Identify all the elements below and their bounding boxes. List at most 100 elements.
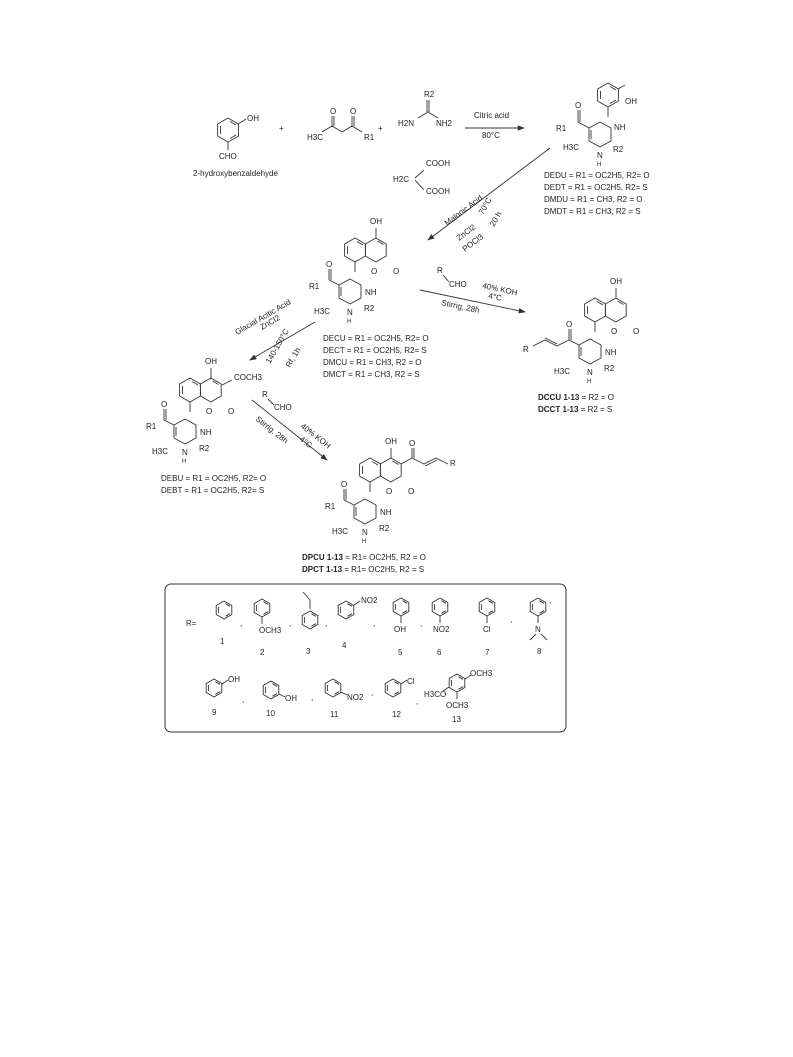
malonic-cooh1: COOH [426, 159, 450, 168]
coumarin-legend-4: DMCT = R1 = CH3, R2 = S [323, 370, 420, 379]
dpcu-ketone-o: O [341, 480, 347, 489]
dccu-oh: OH [610, 277, 622, 286]
acetyl-r1: R1 [146, 422, 157, 431]
dccu-h: H [587, 379, 591, 385]
r-group-12-num: 12 [392, 710, 401, 719]
r-group-7-sub: Cl [483, 625, 491, 634]
h3c-label: H3C [307, 133, 323, 142]
dcct-def: = R2 = S [578, 405, 612, 414]
dccu-nh: NH [605, 348, 617, 357]
acetyl-h3c: H3C [152, 447, 168, 456]
r-group-9-sub: OH [228, 675, 240, 684]
dccu-ketone-o: O [566, 320, 572, 329]
dccu-r: R [523, 345, 529, 354]
coumarin-r2: R2 [364, 304, 375, 313]
cho-label: CHO [219, 152, 237, 161]
dpct-code: DPCT 1-13 [302, 565, 343, 574]
svg-text:,: , [373, 619, 375, 628]
r-group-11-num: 11 [330, 710, 339, 719]
dhpm-h: H [597, 162, 601, 168]
dcct-code: DCCT 1-13 [538, 405, 579, 414]
r-group-13: OCH3 H3CO OCH3 13 [424, 669, 493, 724]
dpct-def: = R1= OC2H5, R2 = S [342, 565, 424, 574]
r-group-10-num: 10 [266, 709, 275, 718]
r-group-4-num: 4 [342, 641, 347, 650]
r-group-box: R= 1 , OCH3 2 , 3 , NO2 4 , [164, 583, 567, 733]
dhpm-h3c: H3C [563, 143, 579, 152]
step1-reagent: Citric acid [474, 111, 509, 120]
step5-arrow: R CHO 40% KOH 4°C Stirrig, 28h [251, 390, 333, 461]
coumarin-dhpm: OH O O NH N H R2 H3C O R1 [309, 217, 399, 325]
r-group-10-sub: OH [285, 694, 297, 703]
step2-arrow: COOH COOH H2C Malonic Acid ZnCl2 POCl3 7… [393, 147, 551, 254]
acetyl-r2: R2 [199, 444, 210, 453]
dpcu-legend: DPCU 1-13 = R1= OC2H5, R2 = O DPCT 1-13 … [302, 553, 426, 574]
r-group-5: OH 5 [392, 597, 410, 657]
dccu-n: N [587, 368, 593, 377]
coumarin-legend: DECU = R1 = OC2H5, R2= O DECT = R1 = OC2… [323, 334, 429, 379]
dccu-def: = R2 = O [579, 393, 614, 402]
acetyl-n: N [182, 448, 188, 457]
dpcu-h3c: H3C [332, 527, 348, 536]
acetyl-co: O [228, 407, 234, 416]
acetyl-legend-1: DEBU = R1 = OC2H5, R2= O [161, 474, 266, 483]
plus-sign-2: + [378, 124, 383, 133]
salicylaldehyde-name: 2-hydroxybenzaldehyde [193, 169, 278, 178]
svg-text:,: , [325, 619, 327, 628]
r-group-9: OH 9 [205, 675, 240, 717]
r-group-5-sub: OH [394, 625, 406, 634]
dhpm-r1: R1 [556, 124, 567, 133]
svg-text:DPCT 1-13 = R1= OC2H5, R2 = S: DPCT 1-13 = R1= OC2H5, R2 = S [302, 565, 424, 574]
h2n-label: H2N [398, 119, 414, 128]
svg-text:DPCU 1-13 = R1= OC2H5, R2 = O: DPCU 1-13 = R1= OC2H5, R2 = O [302, 553, 426, 562]
r-group-7-num: 7 [485, 648, 490, 657]
r-group-2-sub: OCH3 [259, 626, 282, 635]
r-group-12: Cl 12 [384, 677, 415, 719]
dpcu-h: H [362, 539, 366, 545]
dpcu-r1: R1 [325, 502, 336, 511]
dpcu-code: DPCU 1-13 [302, 553, 343, 562]
dhpm-legend-1: DEDU = R1 = OC2H5, R2= O [544, 171, 650, 180]
r-group-6: NO2 6 [431, 597, 450, 657]
dhpm-r2: R2 [613, 145, 624, 154]
step3-time: Stirrig, 28h [441, 298, 481, 315]
r-group-8: N 8 [529, 597, 548, 656]
dpcu-n: N [362, 528, 368, 537]
dhpm-legend-2: DEDT = R1 = OC2H5, R2= S [544, 183, 648, 192]
plus-sign-1: + [279, 124, 284, 133]
step5-cho: CHO [274, 403, 292, 412]
oh-label: OH [247, 114, 259, 123]
o-label-2: O [350, 107, 356, 116]
dpcu-product: OH O R O O NH N H R2 H3C O R1 [325, 437, 456, 545]
step1-arrow: Citric acid 80°C [465, 111, 525, 140]
coumarin-co: O [393, 267, 399, 276]
r-equals-label: R= [186, 619, 197, 628]
dccu-r2: R2 [604, 364, 615, 373]
r-group-13-num: 13 [452, 715, 461, 724]
r-group-10: OH 10 [262, 680, 297, 718]
dhpm-product: OH NH N H R2 H3C O R1 [556, 82, 637, 168]
dhpm-oh: OH [625, 97, 637, 106]
malonic-h2c: H2C [393, 175, 409, 184]
dhpm-n: N [597, 151, 603, 160]
dhpm-nh: NH [614, 123, 626, 132]
dhpm-legend-4: DMDT = R1 = CH3, R2 = S [544, 207, 641, 216]
coumarin-nh: NH [365, 288, 377, 297]
acetyl-oh: OH [205, 357, 217, 366]
malonic-cooh2: COOH [426, 187, 450, 196]
r-group-7: Cl 7 [478, 597, 496, 657]
coumarin-r1: R1 [309, 282, 320, 291]
step3-cho: CHO [449, 280, 467, 289]
r-group-3-num: 3 [306, 647, 311, 656]
dpcu-ring-o: O [386, 487, 392, 496]
svg-text:,: , [240, 619, 242, 628]
acetyl-legend: DEBU = R1 = OC2H5, R2= O DEBT = R1 = OC2… [161, 474, 266, 495]
dhpm-legend: DEDU = R1 = OC2H5, R2= O DEDT = R1 = OC2… [544, 171, 650, 216]
r-group-1-num: 1 [220, 637, 225, 646]
coumarin-n: N [347, 308, 353, 317]
acetyl-nh: NH [200, 428, 212, 437]
dpcu-enone-o: O [409, 439, 415, 448]
dhpm-o: O [575, 101, 581, 110]
r-group-13-och3-top: OCH3 [470, 669, 493, 678]
r-group-5-num: 5 [398, 648, 403, 657]
